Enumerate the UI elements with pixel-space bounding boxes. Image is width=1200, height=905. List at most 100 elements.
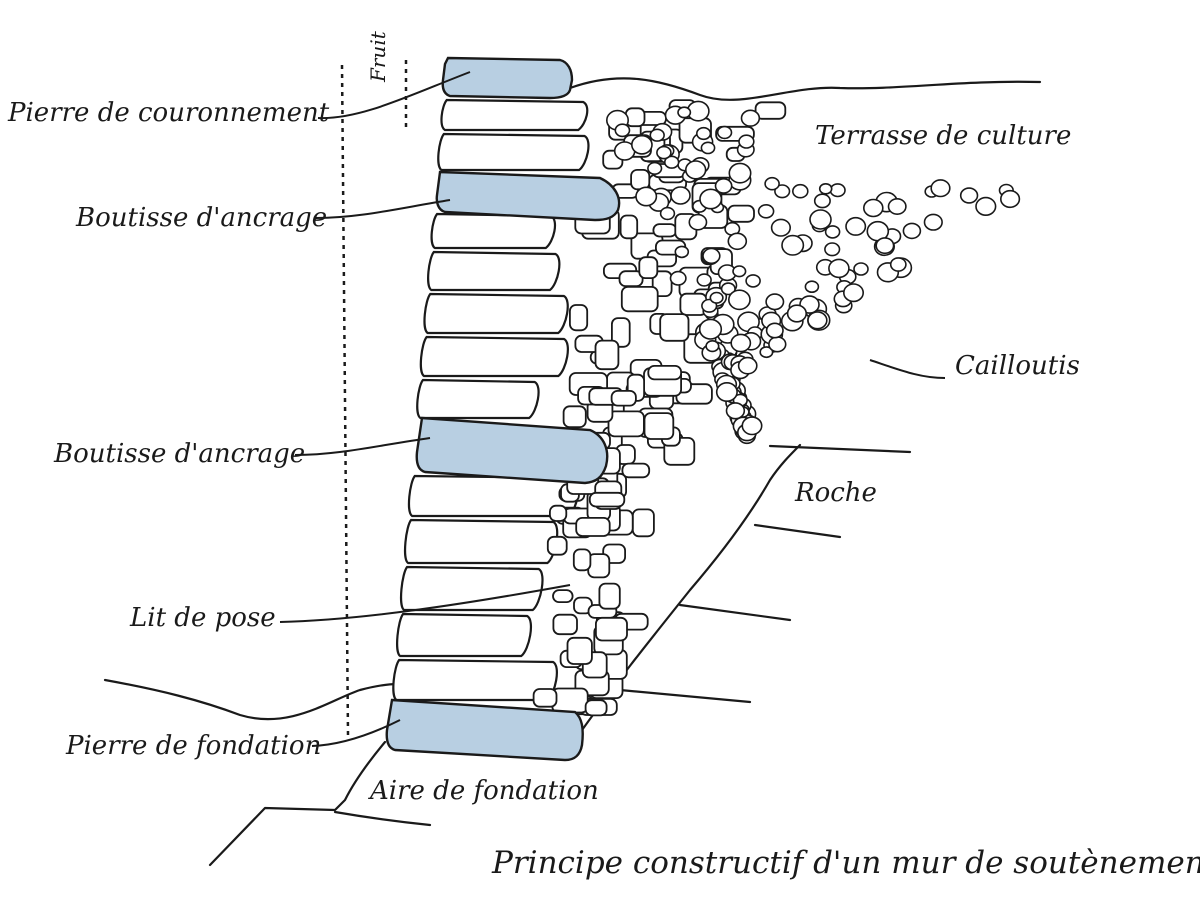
- pebble: [862, 198, 884, 218]
- leader-couronnement: [317, 71, 471, 120]
- pebble: [699, 188, 723, 210]
- pebble: [791, 183, 809, 199]
- rubble-stone: [659, 313, 690, 342]
- rock-line-1: [768, 444, 912, 454]
- label-cailloutis: Cailloutis: [955, 351, 1080, 381]
- pebble: [720, 282, 736, 296]
- label-fruit: Fruit: [366, 31, 390, 82]
- pebble: [813, 193, 831, 209]
- pebble: [696, 273, 712, 287]
- rubble-stone: [594, 339, 620, 371]
- pebble: [768, 336, 787, 353]
- pebble: [818, 183, 833, 195]
- pebble: [738, 134, 755, 149]
- anchor-stone-upper: [435, 170, 621, 222]
- pebble: [649, 128, 665, 142]
- leader-cailloutis: [869, 359, 946, 379]
- label-lit-de-pose: Lit de pose: [130, 603, 276, 633]
- rubble-stone: [552, 589, 574, 603]
- rubble-stone: [621, 462, 651, 479]
- pebble: [709, 291, 724, 304]
- pebble: [809, 209, 832, 230]
- pebble: [745, 274, 761, 288]
- lower-ground-line: [103, 678, 400, 721]
- pebble: [659, 206, 676, 221]
- rubble-stone: [610, 389, 637, 407]
- figure-caption: Principe constructif d'un mur de soutène…: [492, 845, 1200, 881]
- foundation-stone: [385, 698, 584, 762]
- pebble: [757, 204, 775, 219]
- rubble-stone: [630, 168, 651, 191]
- terrace-surface-line: [568, 77, 1042, 101]
- label-roche: Roche: [795, 478, 877, 508]
- rubble-stone: [598, 582, 621, 610]
- rubble-stone: [638, 256, 659, 280]
- pebble: [688, 213, 708, 231]
- wall-face-stone: [430, 212, 557, 250]
- pebble: [669, 270, 687, 286]
- rubble-stone: [619, 214, 639, 240]
- pebble: [732, 265, 747, 278]
- pebble: [887, 198, 907, 216]
- label-pierre-couronnement: Pierre de couronnement: [8, 98, 330, 128]
- wall-face-stone: [403, 518, 559, 565]
- rubble-stone: [532, 688, 558, 708]
- wall-face-stone: [396, 612, 533, 658]
- rubble-stone: [552, 613, 578, 636]
- foundation-slope-line: [208, 740, 387, 867]
- wall-face-stone: [440, 98, 589, 132]
- pebble: [804, 280, 820, 294]
- rock-line-2: [753, 523, 842, 539]
- wall-face-stone: [437, 132, 590, 172]
- pebble: [759, 346, 774, 359]
- pebble: [765, 322, 784, 339]
- rubble-stone: [546, 535, 568, 556]
- wall-face-stone: [427, 250, 561, 292]
- pebble: [728, 289, 751, 311]
- label-pierre-fondation: Pierre de fondation: [66, 731, 322, 761]
- pebble: [875, 237, 895, 255]
- pebble: [737, 356, 758, 375]
- anchor-stone-lower: [415, 416, 609, 485]
- pebble: [774, 184, 791, 199]
- rubble-stone: [652, 223, 678, 238]
- pebble: [853, 262, 869, 276]
- pebble: [845, 216, 867, 236]
- pebble: [727, 232, 748, 251]
- pebble: [807, 311, 828, 330]
- pebble: [959, 187, 979, 204]
- pebble: [842, 283, 864, 303]
- pebble: [647, 161, 663, 175]
- leader-fondation: [311, 719, 401, 747]
- pebble: [930, 179, 951, 198]
- pebble: [677, 106, 692, 119]
- pebble: [674, 245, 690, 259]
- rock-line-3: [678, 603, 792, 622]
- label-boutisse-ancrage-lower: Boutisse d'ancrage: [54, 439, 306, 469]
- wall-face-stone: [392, 658, 558, 702]
- pebble: [695, 126, 712, 141]
- pebble: [714, 177, 733, 194]
- rubble-stone: [620, 285, 659, 313]
- pebble: [716, 125, 733, 140]
- leader-boutisse-2: [294, 437, 431, 456]
- rubble-stone: [624, 107, 646, 128]
- pebble: [829, 183, 846, 198]
- pebble: [663, 155, 680, 169]
- label-boutisse-ancrage-upper: Boutisse d'ancrage: [76, 203, 328, 233]
- rubble-stone: [647, 364, 682, 381]
- plumb-line-outer: [340, 64, 350, 736]
- pebble: [923, 213, 943, 231]
- pebble: [698, 318, 723, 340]
- rubble-stone: [562, 405, 587, 428]
- rubble-stone: [588, 491, 626, 508]
- rubble-stone: [551, 687, 589, 714]
- pebble: [786, 304, 808, 323]
- pebble: [975, 196, 997, 216]
- rock-line-4: [618, 688, 752, 704]
- wall-face-stone: [423, 292, 569, 335]
- pebble: [702, 247, 721, 265]
- pebble: [999, 189, 1021, 209]
- pebble: [740, 109, 761, 127]
